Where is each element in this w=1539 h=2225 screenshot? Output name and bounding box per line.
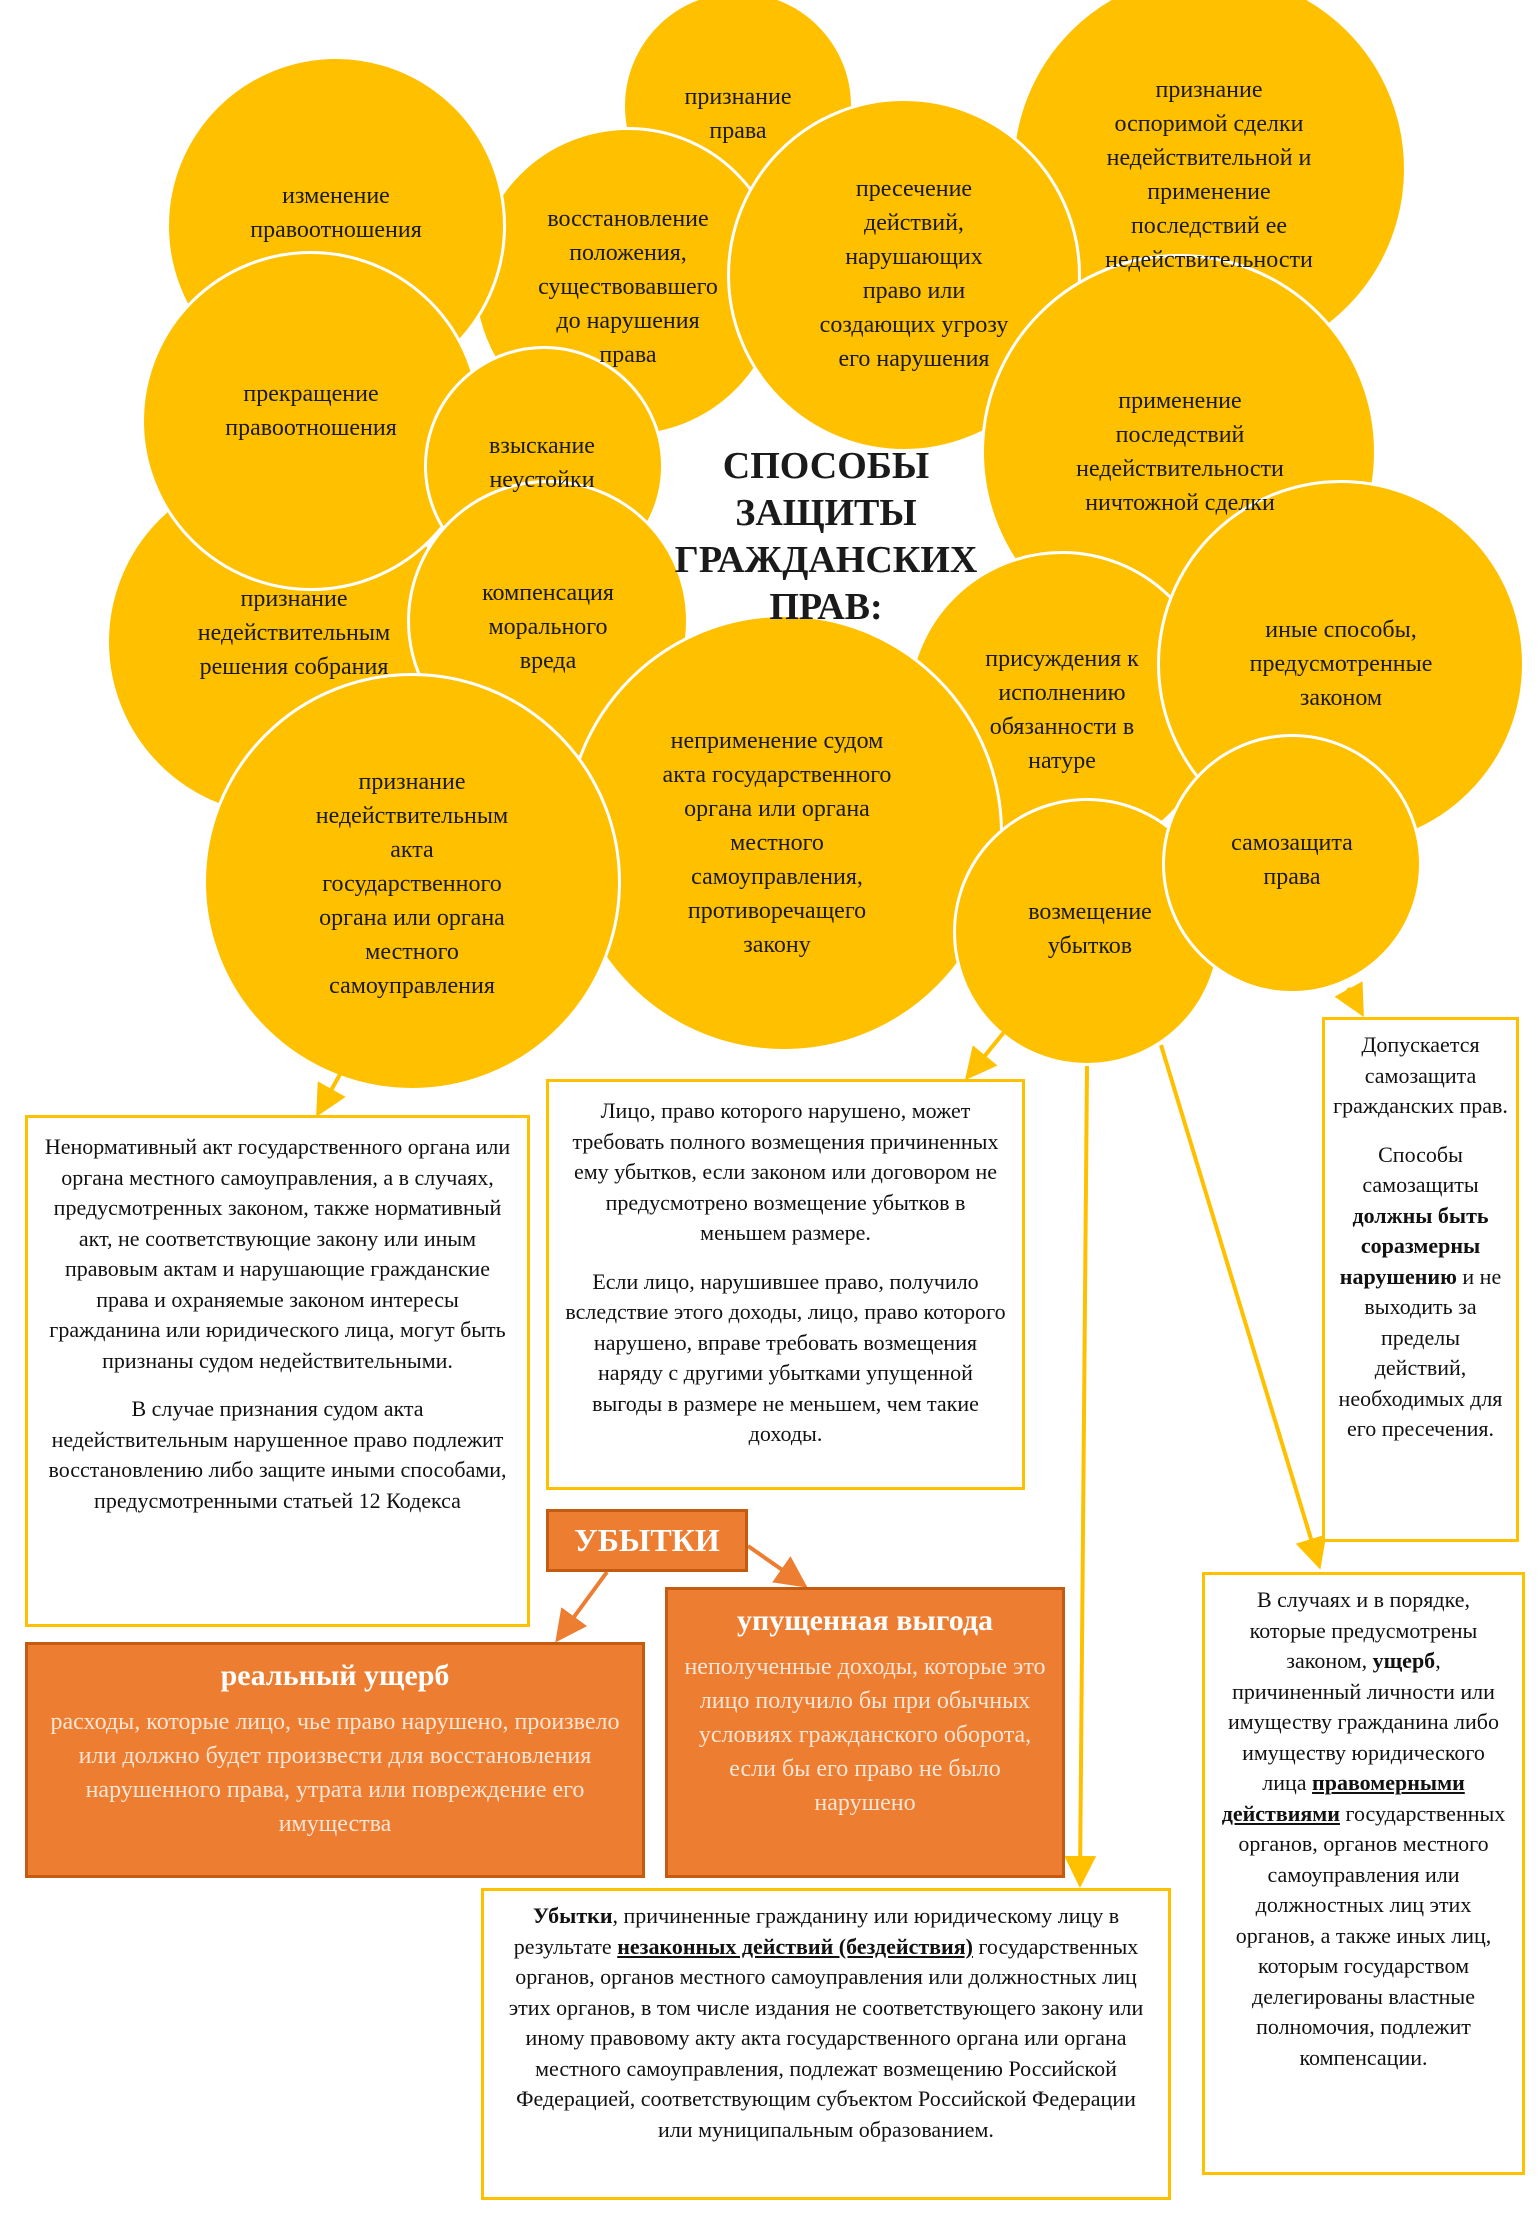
circle-label: самозащита права [1231,830,1353,890]
diagram-title: СПОСОБЫ ЗАЩИТЫ ГРАЖДАНСКИХ ПРАВ: [674,445,978,628]
circle-label: пресечение действий, нарушающих право ил… [819,176,1009,372]
paragraph: Лицо, право которого нарушено, может тре… [572,1098,999,1245]
paragraph: Убытки, причиненные гражданину или юриди… [506,1901,1146,2145]
text: , причиненный личности или имуществу гра… [1228,1648,1499,1795]
circle-label: признание оспоримой сделки недействитель… [1105,77,1313,273]
arrow-lawful [1159,1044,1327,1570]
circle-label: взыскание неустойки [489,433,595,493]
box-damages: Лицо, право которого нарушено, может тре… [546,1079,1025,1490]
real-damage-text: расходы, которые лицо, чье право нарушен… [50,1709,620,1837]
box-self-defense: Допускается самозащита гражданских прав.… [1322,1017,1519,1542]
circle-non-application [565,614,1003,1052]
circle-damages [953,798,1221,1066]
text: государственных органов, органов местног… [508,1933,1144,2142]
arrow-lost-profit [746,1544,808,1588]
real-damage-title: реальный ущерб [220,1659,450,1692]
paragraph: В случаях и в порядке, которые предусмот… [1221,1585,1506,2073]
paragraph: В случае признания судом акта недействит… [48,1396,507,1513]
box-lawful-actions: В случаях и в порядке, которые предусмот… [1202,1572,1525,2175]
arrow-real-damage [555,1570,609,1643]
circle-label: прекращение правоотношения [225,381,397,441]
paragraph: Если лицо, нарушившее право, получило вс… [565,1268,1006,1447]
lost-profit-text: неполученные доходы, которые это лицо по… [684,1654,1046,1816]
arrow-invalid-act [316,1068,346,1117]
bold-text: должны быть соразмерны нарушению [1339,1202,1489,1289]
circle-label: изменение правоотношения [250,183,422,243]
paragraph: Допускается самозащита гражданских прав. [1333,1032,1508,1118]
arrow-damages [964,1029,1007,1081]
box-invalid-act: Ненормативный акт государственного орган… [25,1115,530,1627]
arrow-self-defense [1334,981,1364,1018]
box-unlawful-actions: Убытки, причиненные гражданину или юриди… [481,1888,1171,2200]
circle-label: присуждения к исполнению обязанности в н… [985,646,1139,774]
circle-label: восстановление положения, существовавшег… [538,206,718,368]
losses-title: УБЫТКИ [574,1522,720,1558]
text: , причиненные гражданину или юридическом… [513,1903,1120,1959]
arrow-unlawful [1064,1065,1097,1888]
circle-label: иные способы, предусмотренные законом [1249,617,1433,711]
paragraph: Способы самозащиты должны быть соразмерн… [1333,1140,1508,1445]
text: государственных органов, органов местног… [1235,1800,1506,2070]
lost-profit-title: упущенная выгода [736,1604,994,1637]
bold-text: Убытки [532,1903,613,1928]
circle-label: применение последствий недействительност… [1076,388,1284,516]
text: Способы самозащиты [1362,1141,1479,1198]
box-lost-profit: упущенная выгода неполученные доходы, ко… [665,1587,1065,1878]
circle-label: компенсация морального вреда [482,580,614,674]
bold-underlined-text: правомерными действиями [1221,1770,1465,1826]
circle-label: неприменение судом акта государственного… [662,728,892,958]
circle-label: признание недействительным решения собра… [197,586,391,680]
text: В случаях и в порядке, которые предусмот… [1249,1587,1478,1673]
box-real-damage: реальный ущерб расходы, которые лицо, чь… [25,1642,645,1878]
paragraph: Ненормативный акт государственного орган… [44,1134,511,1373]
losses-label: УБЫТКИ [546,1509,748,1572]
bold-text: ущерб [1372,1648,1436,1673]
bold-underlined-text: незаконных действий (бездействия) [617,1933,973,1959]
circle-self-defense [1162,734,1422,994]
circle-label: возмещение убытков [1028,899,1152,959]
circle-label: признание недействительным акта государс… [315,769,509,999]
circle-label: признание права [684,84,792,144]
circle-invalid-act [203,673,621,1091]
text: и не выходить за пределы действий, необх… [1338,1263,1503,1442]
